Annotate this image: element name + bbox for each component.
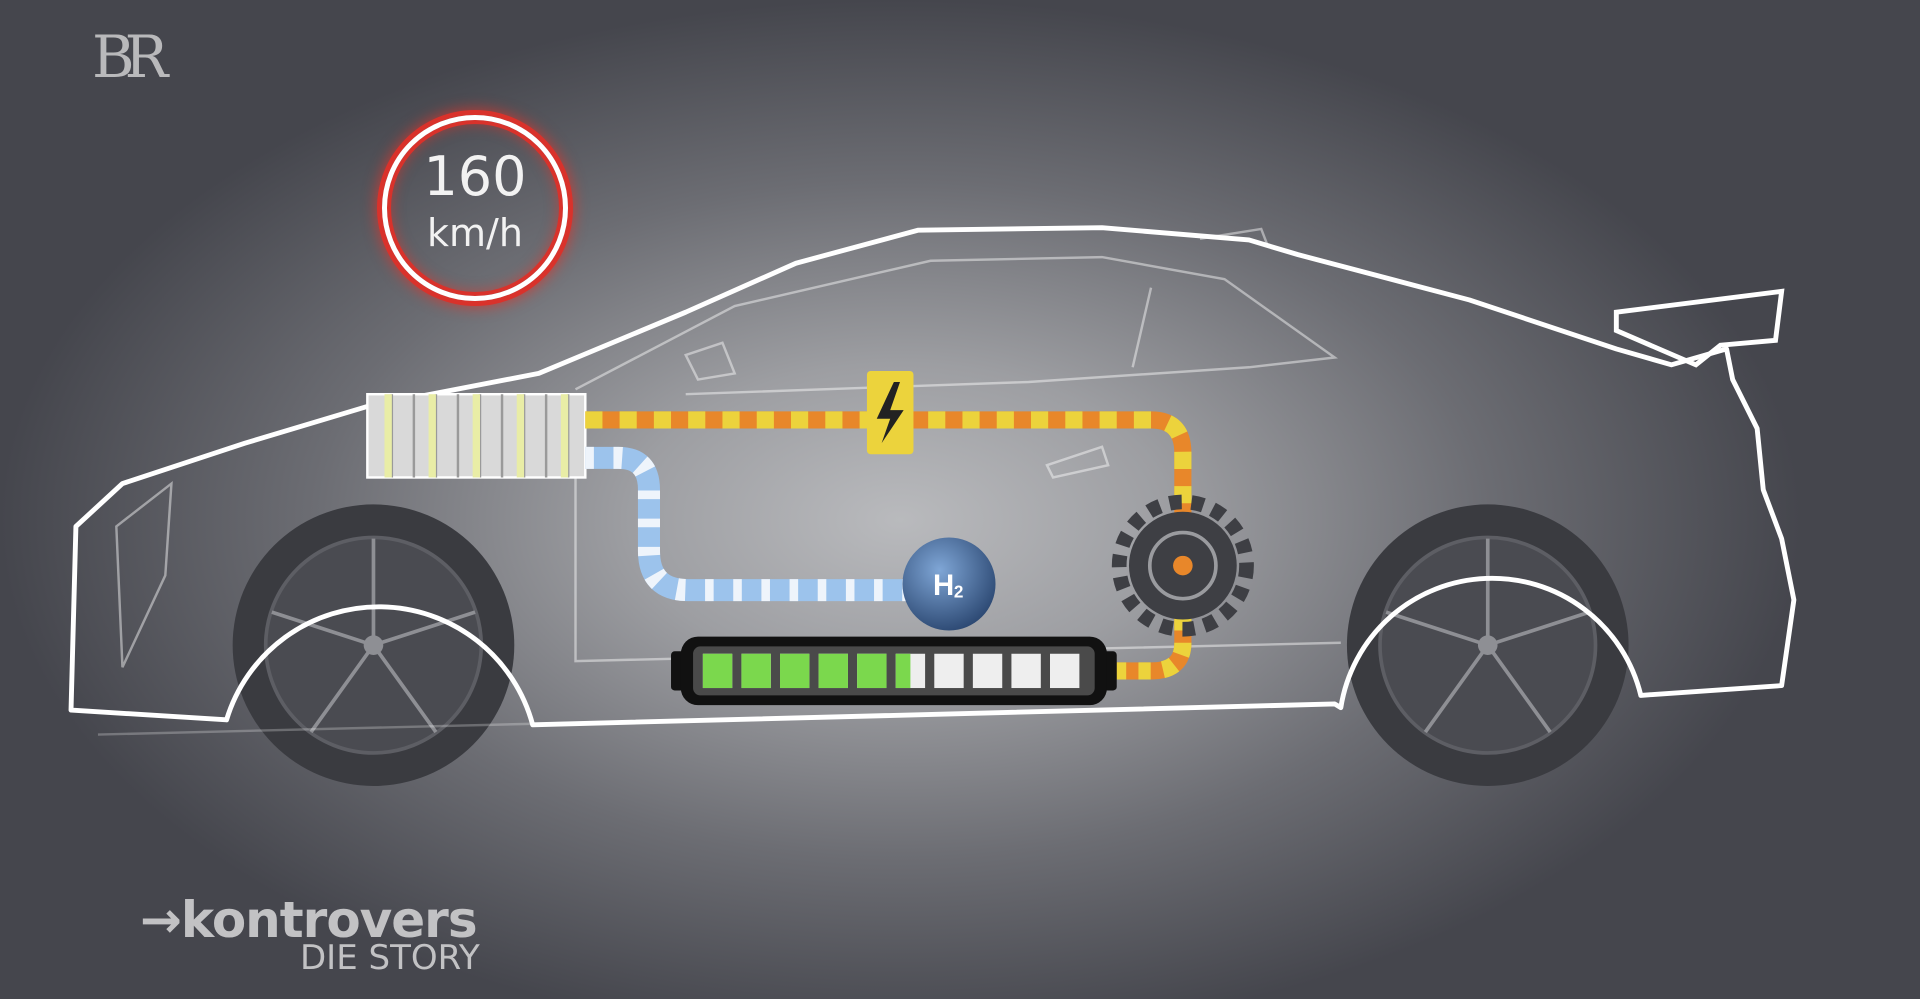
rear-wheel	[1346, 504, 1629, 786]
speed-unit: km/h	[427, 211, 523, 255]
br-logo: BR	[92, 23, 168, 91]
battery-indicator	[671, 636, 1117, 706]
battery-cell	[1050, 653, 1080, 689]
hydrogen-label: H	[933, 569, 954, 602]
speed-value: 160	[423, 145, 527, 208]
show-logo: →kontrovers DIE STORY	[140, 895, 480, 975]
battery-cell-fill	[741, 653, 771, 689]
battery-cell	[934, 653, 964, 689]
front-wheel	[232, 504, 515, 786]
arrow-right-icon: →	[140, 891, 182, 949]
show-title: kontrovers	[180, 891, 478, 949]
battery-cell	[1011, 653, 1041, 689]
speed-indicator: 160 km/h	[382, 115, 568, 301]
battery-cell-fill	[818, 653, 848, 689]
hydrogen-subscript: 2	[954, 581, 964, 601]
motor-gear-icon	[1111, 494, 1254, 637]
show-title-row: →kontrovers	[140, 895, 478, 945]
battery-cell-fill	[702, 653, 733, 689]
battery-cell	[972, 653, 1003, 689]
hydrogen-pipe	[585, 446, 913, 602]
fuel-cell-stack	[366, 392, 587, 479]
show-subtitle: DIE STORY	[300, 938, 480, 978]
hydrogen-tank: H 2	[902, 537, 996, 631]
car-outline	[68, 225, 1797, 728]
car-detail-lines	[97, 227, 1341, 736]
battery-cell-fill	[780, 653, 810, 689]
lightning-icon	[866, 370, 914, 455]
spoiler	[1613, 288, 1785, 368]
battery-cell-fill	[857, 653, 887, 689]
battery-cell-fill	[895, 653, 911, 689]
